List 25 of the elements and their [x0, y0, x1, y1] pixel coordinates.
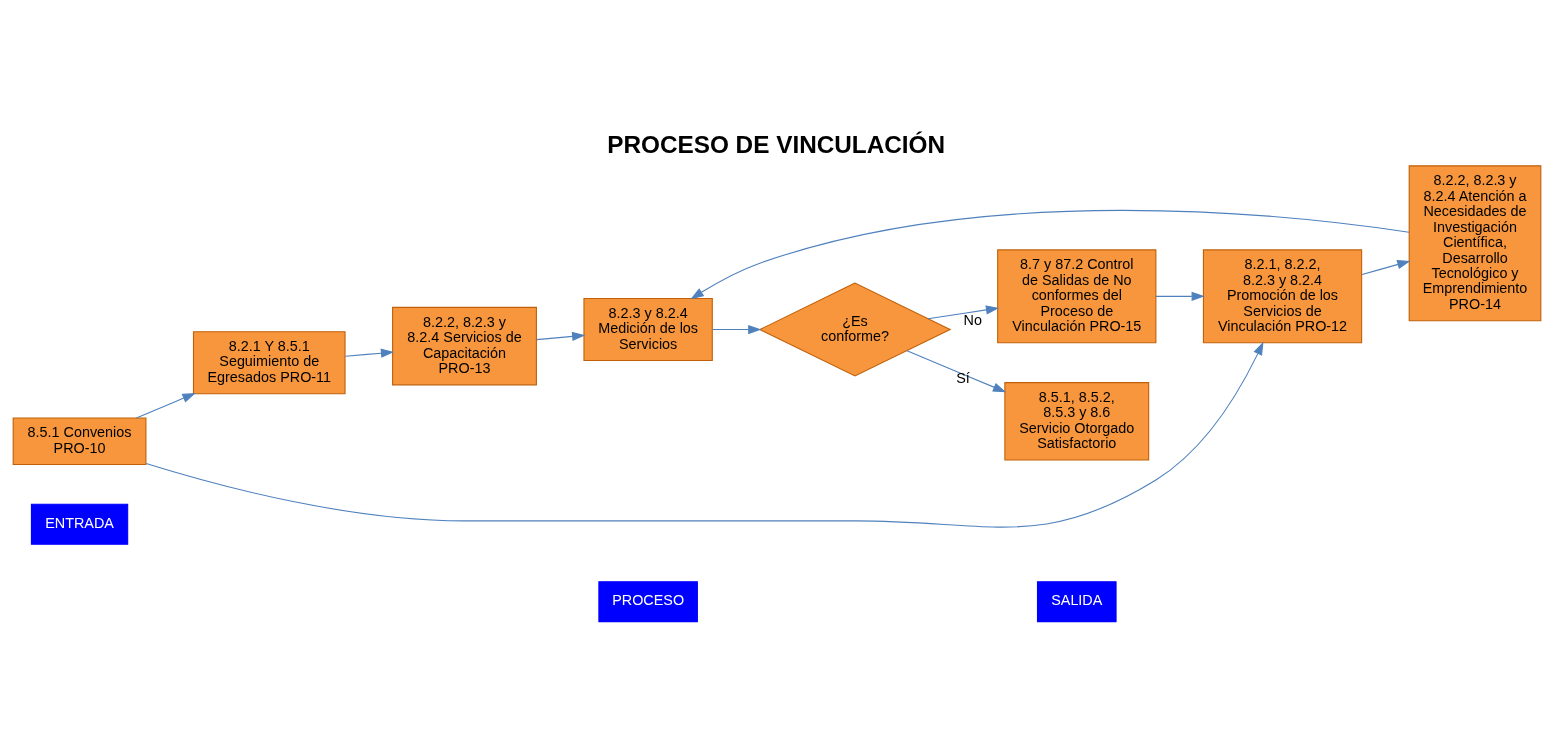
diagram-title: PROCESO DE VINCULACIÓN — [607, 131, 946, 159]
node-diamond: ¿Es conforme? — [758, 282, 952, 377]
arrow — [536, 331, 586, 341]
node-box: 8.5.1 Convenios PRO-10 — [12, 417, 147, 466]
edge-label: Sí — [956, 369, 970, 386]
arrow — [145, 341, 1264, 528]
arrow — [135, 393, 196, 419]
arrow — [690, 209, 1410, 300]
node-box: 8.2.2, 8.2.3 y 8.2.4 Atención a Necesidades de Investigación Científica, Desarrollo Tecnológico y Emprendimiento PRO-14 — [1408, 165, 1542, 322]
arrow — [906, 350, 1007, 393]
node-box: 8.2.1 Y 8.5.1 Seguimiento de Egresados PRO-11 — [192, 331, 346, 395]
node-box: 8.5.1, 8.5.2, 8.5.3 y 8.6 Servicio Otorgado Satisfactorio — [1004, 382, 1150, 461]
node-box: PROCESO — [598, 581, 698, 623]
node-box: SALIDA — [1036, 581, 1117, 623]
node-box: 8.2.1, 8.2.2, 8.2.3 y 8.2.4 Promoción de los Servicios de Vinculación PRO-12 — [1202, 249, 1363, 344]
arrow — [711, 324, 762, 335]
node-box: 8.7 y 87.2 Control de Salidas de No conformes del Proceso de Vinculación PRO-15 — [997, 249, 1157, 344]
arrow — [927, 305, 1000, 320]
node-box: 8.2.2, 8.2.3 y 8.2.4 Servicios de Capacitación PRO-13 — [392, 306, 537, 386]
edge-label: No — [963, 311, 982, 328]
arrow — [345, 348, 395, 358]
arrow — [1155, 291, 1205, 301]
node-box: ENTRADA — [30, 503, 129, 545]
node-box: 8.2.3 y 8.2.4 Medición de los Servicios — [583, 298, 713, 362]
arrow — [1361, 260, 1411, 275]
